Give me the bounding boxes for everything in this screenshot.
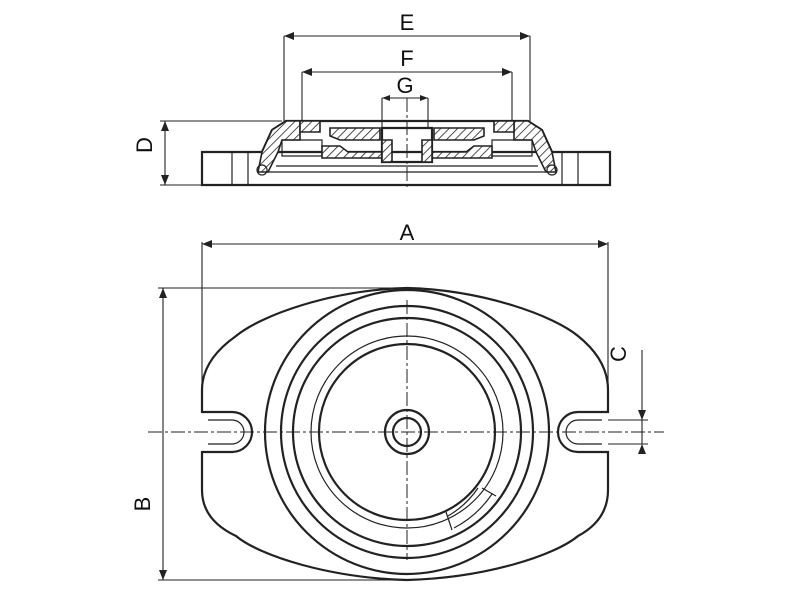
plan-view (148, 286, 664, 582)
label-d: D (132, 137, 157, 153)
dimension-g: G (381, 73, 429, 128)
label-f: F (400, 46, 413, 71)
dimension-e: E (283, 10, 531, 121)
label-a: A (400, 220, 415, 245)
side-section-view (200, 98, 612, 188)
dimension-a: A (201, 220, 609, 390)
label-b: B (130, 497, 155, 512)
dimension-c: C (606, 346, 648, 454)
label-g: G (396, 73, 413, 98)
dimension-d: D (132, 120, 282, 186)
dimension-f: F (301, 46, 513, 121)
label-c: C (606, 346, 631, 362)
dimension-b: B (130, 287, 407, 581)
label-e: E (400, 10, 415, 35)
